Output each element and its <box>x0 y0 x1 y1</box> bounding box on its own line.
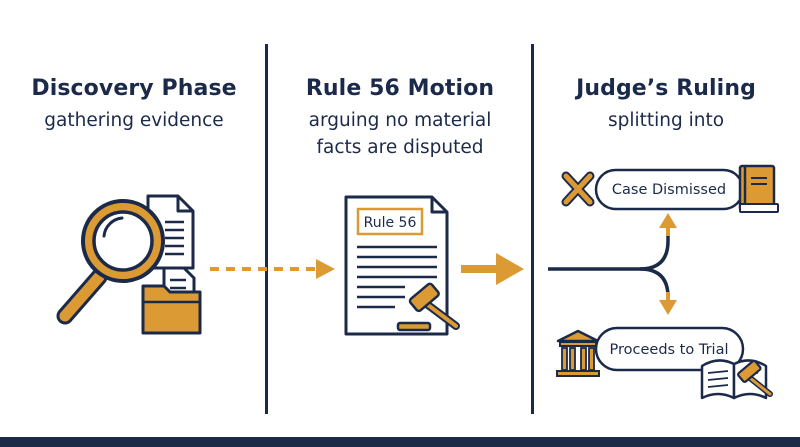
stage-subtitle: gathering evidence <box>1 107 267 134</box>
column-divider-right <box>531 44 534 414</box>
law-book-icon <box>738 164 779 213</box>
courthouse-icon <box>556 329 600 377</box>
document-label: Rule 56 <box>364 215 417 231</box>
x-mark-icon <box>561 171 595 207</box>
folder-icon <box>141 284 202 335</box>
gavel-icon <box>396 282 460 332</box>
stage-title: Discovery Phase <box>31 76 237 101</box>
outcome-label: Case Dismissed <box>612 182 726 198</box>
dashed-arrow <box>210 259 335 279</box>
bottom-bar <box>0 437 800 447</box>
solid-arrow <box>461 253 524 285</box>
subtitle-line: splitting into <box>607 110 725 131</box>
column-divider-left <box>265 44 268 414</box>
stage-discovery: Discovery Phase gathering evidence <box>1 76 267 134</box>
outcome-label: Proceeds to Trial <box>610 342 729 358</box>
stage-subtitle: arguing no material facts are disputed <box>267 107 533 161</box>
outcome-pill-trial <box>594 326 745 372</box>
subtitle-line: gathering evidence <box>44 110 224 131</box>
gavel-icon <box>737 359 773 397</box>
stage-judges-ruling: Judge’s Ruling splitting into <box>533 76 799 134</box>
stage-rule56-motion: Rule 56 Motion arguing no material facts… <box>267 76 533 161</box>
magnifying-glass-icon <box>56 199 165 325</box>
stage-title: Rule 56 Motion <box>305 76 495 101</box>
split-connector <box>548 213 677 315</box>
subtitle-line: facts are disputed <box>316 137 484 158</box>
stage-subtitle: splitting into <box>533 107 799 134</box>
subtitle-line: arguing no material <box>308 110 492 131</box>
stage-title: Judge’s Ruling <box>576 76 756 101</box>
